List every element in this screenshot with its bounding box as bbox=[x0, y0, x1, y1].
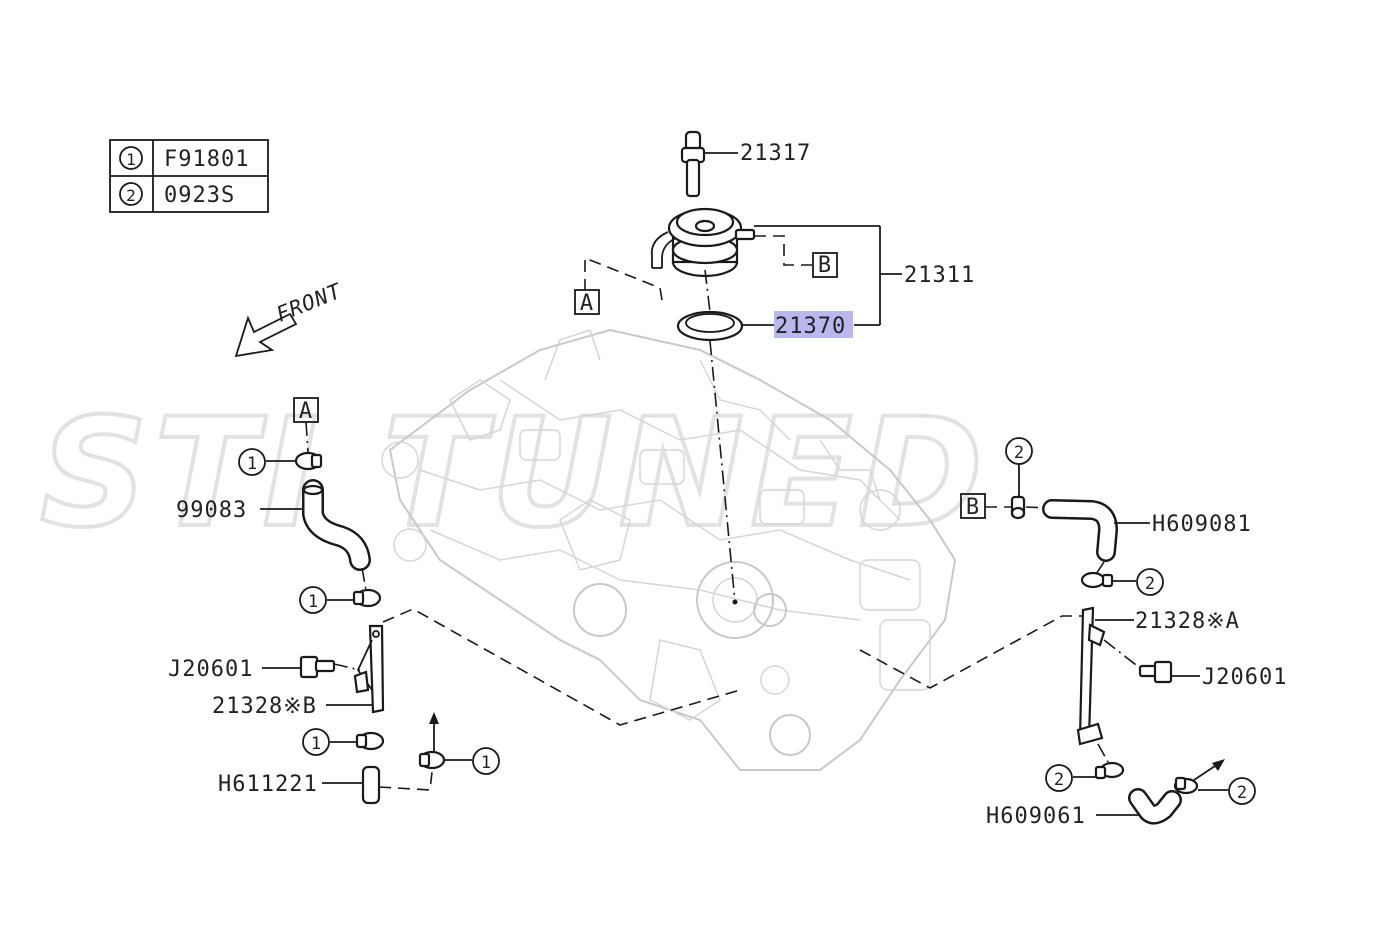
pipe-21328-b: 21328※B bbox=[212, 624, 385, 719]
svg-text:B: B bbox=[818, 253, 832, 278]
label-21328a: 21328※A bbox=[1135, 609, 1240, 634]
part-21370-seal-ring bbox=[676, 310, 744, 342]
label-99083: 99083 bbox=[176, 498, 247, 523]
clamp-2-arrow: 2 bbox=[1173, 759, 1256, 805]
mount-point bbox=[732, 599, 738, 605]
label-h609081: H609081 bbox=[1152, 512, 1252, 537]
clamp-2-lower: 2 bbox=[1045, 761, 1125, 792]
ref-box-a-top: A bbox=[574, 289, 600, 316]
svg-text:A: A bbox=[580, 291, 594, 316]
svg-text:B: B bbox=[966, 495, 980, 520]
clamp-1-lower: 1 bbox=[302, 728, 385, 756]
highlight-21370 bbox=[774, 311, 853, 338]
label-j20601-right: J20601 bbox=[1202, 665, 1287, 690]
hose-99083: 99083 bbox=[176, 479, 371, 571]
svg-text:2: 2 bbox=[1054, 770, 1064, 790]
pipe-21328-a: 21328※A bbox=[1076, 606, 1240, 746]
clamp-1-middle: 1 bbox=[299, 586, 382, 614]
clamp-2-top bbox=[1010, 495, 1026, 520]
front-label: FRONT bbox=[273, 279, 346, 327]
legend-num-2: 2 bbox=[126, 186, 136, 205]
bolt-j20601-right: J20601 bbox=[1103, 639, 1287, 690]
label-21317: 21317 bbox=[740, 141, 811, 166]
bolt-j20601-left: J20601 bbox=[168, 655, 361, 682]
ref-box-b-top: B bbox=[812, 252, 838, 278]
hose-h611221: H611221 bbox=[218, 765, 381, 805]
clamp-1-top: 1 bbox=[238, 448, 323, 476]
label-j20601-left: J20601 bbox=[168, 657, 253, 682]
svg-text:2: 2 bbox=[1145, 574, 1155, 594]
svg-text:1: 1 bbox=[308, 592, 318, 612]
part-oil-cooler bbox=[650, 207, 756, 278]
svg-text:2: 2 bbox=[1014, 443, 1024, 463]
callout-21311: 21311 21370 bbox=[742, 225, 975, 339]
legend-code-2: 0923S bbox=[164, 183, 235, 208]
hose-h609081: H609081 bbox=[1042, 499, 1252, 562]
svg-text:1: 1 bbox=[247, 454, 257, 474]
legend-num-1: 1 bbox=[126, 150, 136, 169]
clamp-1-arrow: 1 bbox=[418, 712, 500, 775]
watermark: STI TUNED bbox=[40, 387, 989, 561]
legend-table: 1 2 F91801 0923S bbox=[109, 139, 269, 213]
front-arrow: FRONT bbox=[234, 279, 346, 358]
ref-box-b-right: B bbox=[960, 493, 986, 520]
callout-2-top: 2 bbox=[1005, 437, 1033, 496]
svg-text:1: 1 bbox=[311, 734, 321, 754]
clamp-2-middle: 2 bbox=[1080, 568, 1164, 596]
part-21317: 21317 bbox=[680, 130, 811, 198]
label-h611221: H611221 bbox=[218, 772, 318, 797]
svg-text:2: 2 bbox=[1237, 783, 1247, 803]
label-21370: 21370 bbox=[775, 314, 846, 339]
svg-text:1: 1 bbox=[481, 753, 491, 773]
hose-h609061: H609061 bbox=[986, 788, 1182, 829]
label-h609061: H609061 bbox=[986, 804, 1086, 829]
legend-code-1: F91801 bbox=[164, 147, 249, 172]
engine-block bbox=[381, 328, 957, 771]
label-21311: 21311 bbox=[904, 263, 975, 288]
label-21328b: 21328※B bbox=[212, 694, 317, 719]
svg-text:A: A bbox=[299, 399, 313, 424]
